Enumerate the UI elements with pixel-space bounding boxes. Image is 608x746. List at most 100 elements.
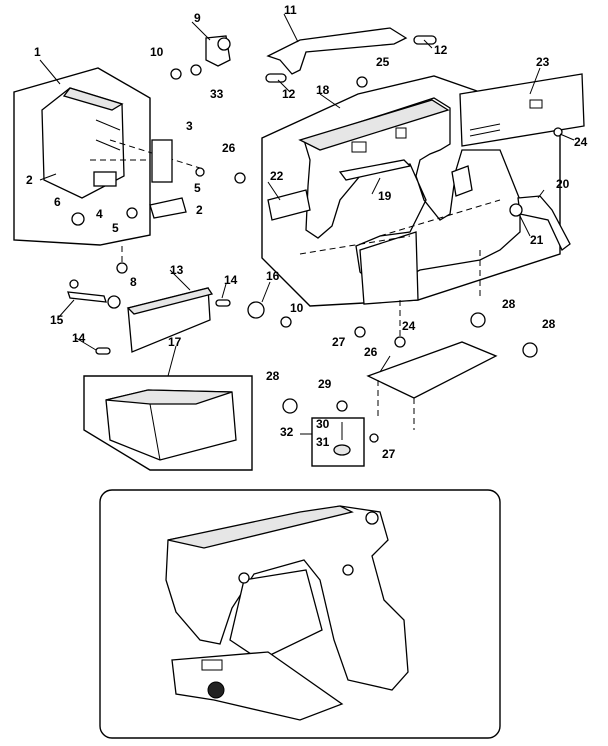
lever-20 [517, 195, 571, 252]
frame-hole [207, 681, 225, 699]
callout-33: 33 [210, 87, 224, 101]
face-cover-top [62, 87, 124, 111]
small-bracket [93, 171, 117, 187]
frame-view-box [99, 489, 501, 739]
callout-2: 2 [26, 173, 33, 187]
lower-block [359, 231, 419, 305]
callout-31: 31 [316, 435, 330, 449]
frame-casting [165, 505, 409, 691]
foot-28-c [282, 398, 298, 414]
frame-bed [171, 651, 344, 721]
face-label-plate [149, 197, 187, 219]
callout-25: 25 [376, 55, 390, 69]
callout-30: 30 [316, 417, 330, 431]
callout-14: 14 [224, 273, 238, 287]
foot-31 [333, 444, 351, 456]
callout-labels: 1 2 2 3 4 5 5 6 8 9 10 10 11 12 12 13 14… [26, 3, 588, 461]
bed-plate-group [282, 312, 538, 443]
callout-32: 32 [280, 425, 294, 439]
washer-33 [190, 64, 202, 76]
callout-6: 6 [54, 195, 61, 209]
callout-13: 13 [170, 263, 184, 277]
callout-22: 22 [270, 169, 284, 183]
frame-opening [229, 569, 323, 661]
callout-18: 18 [316, 83, 330, 97]
callout-5: 5 [194, 181, 201, 195]
screw-5-lower [126, 207, 138, 219]
cover-17-top [105, 389, 233, 405]
handle-11 [266, 27, 408, 75]
callout-1: 1 [34, 45, 41, 59]
callout-4: 4 [96, 207, 103, 221]
callout-29: 29 [318, 377, 332, 391]
group-1-outline [13, 67, 151, 246]
callout-5: 5 [112, 221, 119, 235]
callout-24: 24 [574, 135, 588, 149]
pin-12-left [265, 73, 287, 83]
screw-27-lower [369, 433, 379, 443]
callout-8: 8 [130, 275, 137, 289]
callout-26: 26 [222, 141, 236, 155]
callout-16: 16 [266, 269, 280, 283]
screw-29 [336, 400, 348, 412]
plate-22 [267, 189, 311, 221]
screw-26-left [234, 172, 246, 184]
rod-15 [67, 291, 107, 303]
callout-27: 27 [382, 447, 396, 461]
frame-top [167, 505, 354, 549]
front-panel-23 [459, 73, 585, 147]
top-small-parts [170, 27, 437, 184]
leader-lines [39, 13, 575, 435]
latch-part [451, 165, 473, 197]
screw-8 [116, 262, 128, 274]
screw-25 [356, 76, 368, 88]
knob-21 [509, 203, 523, 217]
callout-12: 12 [282, 87, 296, 101]
main-body-group [261, 73, 585, 340]
group-32-box [311, 417, 365, 467]
callout-28: 28 [266, 369, 280, 383]
callout-2: 2 [196, 203, 203, 217]
cover-13-top [126, 287, 214, 315]
callout-20: 20 [556, 177, 570, 191]
thread-guide [71, 212, 85, 226]
slot-19 [338, 159, 412, 181]
screw-27-upper [354, 326, 366, 338]
group-17-outline [83, 375, 253, 471]
left-lower-parts [67, 246, 292, 355]
bed-plate-26 [366, 341, 498, 399]
callout-23: 23 [536, 55, 550, 69]
face-plate-bracket [151, 139, 173, 183]
screw-5-upper [195, 167, 205, 177]
pin-14-right [215, 299, 231, 307]
upper-arm-casting [303, 97, 521, 291]
callout-21: 21 [530, 233, 544, 247]
spring-16 [247, 301, 265, 319]
cover-box-17 [83, 375, 253, 471]
callout-27: 27 [332, 335, 346, 349]
screw-10-top [170, 68, 182, 80]
face-cover-group [13, 67, 205, 246]
callout-10: 10 [290, 301, 304, 315]
callout-14: 14 [72, 331, 86, 345]
callout-28: 28 [502, 297, 516, 311]
callout-26: 26 [364, 345, 378, 359]
machine-frame-view [99, 489, 501, 739]
callout-28: 28 [542, 317, 556, 331]
upper-arm-top [298, 99, 450, 151]
group-18-outline [261, 75, 561, 307]
pin-12-right [413, 35, 437, 45]
callout-3: 3 [186, 119, 193, 133]
screw-10-mid [280, 316, 292, 328]
callout-9: 9 [194, 11, 201, 25]
nut-15 [107, 295, 121, 309]
foot-28-a [470, 312, 486, 328]
screw-24-bed [394, 336, 406, 348]
foot-28-b [522, 342, 538, 358]
callout-15: 15 [50, 313, 64, 327]
pin-14-left [95, 347, 111, 355]
callout-12: 12 [434, 43, 448, 57]
callout-19: 19 [378, 189, 392, 203]
callout-24: 24 [402, 319, 416, 333]
